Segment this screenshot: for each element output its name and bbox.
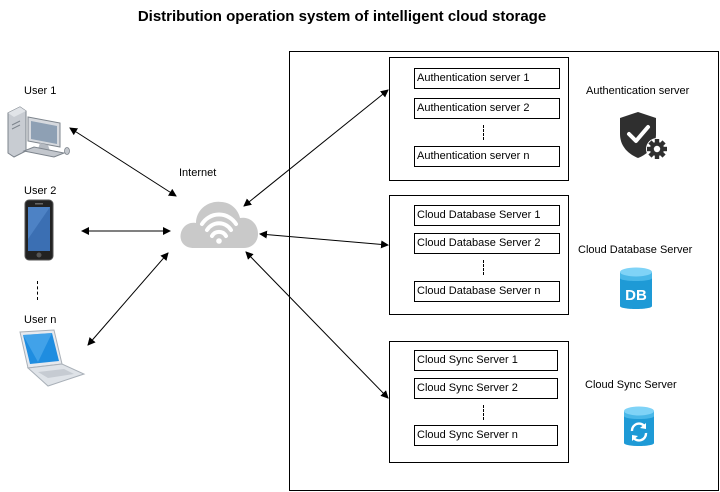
database-icon-text: DB (625, 287, 647, 304)
smartphone-icon (22, 199, 56, 266)
shield-gear-icon (616, 110, 674, 169)
sync-ellipsis (483, 405, 484, 420)
database-icon: DB (618, 266, 654, 317)
arrow-internet-db (259, 230, 389, 249)
arrow-user1-internet (69, 127, 177, 197)
authentication-server-n: Authentication server n (414, 146, 560, 167)
laptop-icon (14, 328, 86, 395)
authentication-server-2: Authentication server 2 (414, 98, 560, 119)
arrow-usern-internet (87, 252, 169, 346)
server-cluster-area (289, 51, 719, 491)
authentication-server-1: Authentication server 1 (414, 68, 560, 89)
cloud-database-server-2: Cloud Database Server 2 (414, 233, 560, 254)
cloud-database-server-1: Cloud Database Server 1 (414, 205, 560, 226)
db-ellipsis (483, 260, 484, 275)
sync-database-icon (622, 405, 656, 454)
auth-ellipsis (483, 125, 484, 140)
desktop-computer-icon (4, 103, 70, 168)
cloud-wifi-icon (176, 194, 262, 257)
users-ellipsis (37, 281, 38, 300)
cloud-database-server-label: Cloud Database Server (578, 244, 693, 256)
cloud-sync-server-label: Cloud Sync Server (585, 379, 677, 391)
authentication-server-label: Authentication server (586, 85, 690, 97)
cloud-sync-server-1: Cloud Sync Server 1 (414, 350, 558, 371)
usern-label: User n (24, 314, 57, 326)
arrow-internet-auth (243, 89, 389, 207)
cloud-sync-server-n: Cloud Sync Server n (414, 425, 558, 446)
user1-label: User 1 (24, 85, 57, 97)
user2-label: User 2 (24, 185, 57, 197)
internet-label: Internet (179, 167, 217, 179)
arrow-internet-sync (245, 251, 389, 399)
cloud-sync-server-2: Cloud Sync Server 2 (414, 378, 558, 399)
cloud-database-server-n: Cloud Database Server n (414, 281, 560, 302)
diagram-title: Distribution operation system of intelli… (137, 8, 547, 25)
